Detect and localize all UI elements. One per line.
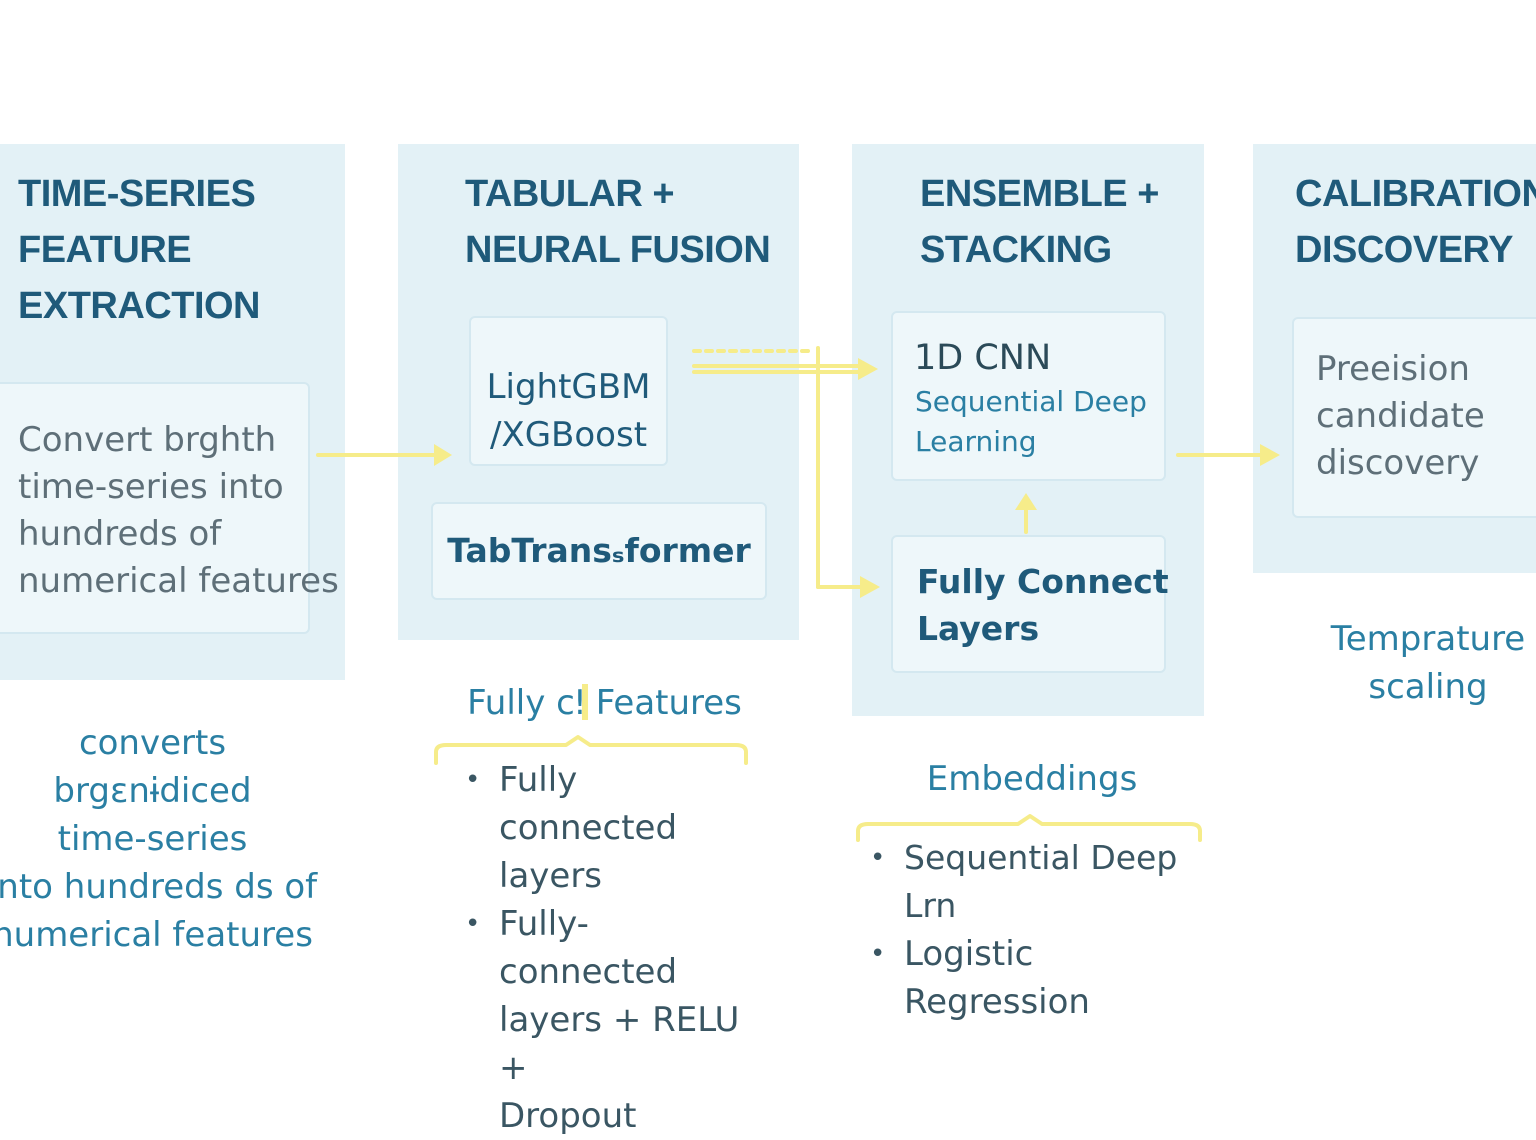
fully-connect-card: [891, 535, 1166, 673]
feature-extraction-card: [0, 382, 310, 634]
stage-title-calibration: CALIBRATION DISCOVERY: [1295, 173, 1536, 271]
arrowhead-gbm-to-cnn: [858, 358, 878, 380]
calibration-caption: Temprature scaling: [1330, 619, 1526, 707]
arrowhead-extraction-to-fusion: [434, 444, 452, 466]
brace-neural-fusion: [434, 735, 748, 765]
fully-connect-card-text: Fully Connect Layers: [917, 562, 1169, 648]
tabtransformer-card-text: TabTransₛformer: [447, 531, 751, 570]
lightgbm-xgboost-label: LightGBM /XGBoost: [486, 367, 651, 455]
caption-marker: [582, 684, 588, 720]
bullet-text: Fully connected layers: [499, 760, 678, 896]
stage-title-neural-fusion: TABULAR + NEURAL FUSION: [465, 173, 771, 271]
calibration-card-text: Preeision candidate discovery: [1316, 349, 1485, 483]
stage-title-feature-extraction: TIME-SERIES FEATURE EXTRACTION: [18, 173, 261, 327]
lightgbm-xgboost-card: [469, 316, 668, 466]
arrowhead-fc-to-cnn: [1015, 493, 1037, 510]
bullet-icon: •: [870, 843, 886, 873]
cnn-card-title: 1D CNN: [914, 338, 1052, 378]
list-item: • Fully connected layers: [455, 756, 755, 900]
calibration-card: [1292, 317, 1536, 518]
list-item: • Sequential Deep Lrn: [860, 834, 1200, 930]
ensemble-stacking-caption: Embeddings: [926, 759, 1138, 799]
brace-ensemble: [856, 814, 1202, 842]
arrowhead-ensemble-to-calibration: [1260, 444, 1280, 466]
bullet-icon: •: [465, 909, 481, 939]
feature-extraction-card-text: Convert brghth time-series into hundreds…: [18, 420, 339, 601]
bullet-icon: •: [465, 765, 481, 795]
bullet-icon: •: [870, 939, 886, 969]
ensemble-bullet-list: • Sequential Deep Lrn • Logistic Regressio…: [860, 834, 1200, 1026]
cnn-card-subtitle: Sequential Deep Learning: [915, 385, 1147, 458]
lightgbm-xgboost-card-text: LightGBM /XGBoost: [469, 344, 668, 478]
bullet-text: Sequential Deep Lrn: [904, 838, 1178, 925]
feature-extraction-caption: converts brgɛnɨdiced time-series into hu…: [0, 723, 318, 955]
connector-overlay: [316, 346, 1280, 842]
neural-fusion-caption: Fully cǃ Features: [467, 683, 742, 723]
stage-title-ensemble-stacking: ENSEMBLE + STACKING: [920, 173, 1159, 271]
arrowhead-branch-to-fc: [860, 576, 880, 598]
list-item: • Logistic Regression: [860, 930, 1200, 1026]
bullet-text: Logistic Regression: [904, 934, 1090, 1022]
cnn-card: [891, 311, 1166, 481]
tabtransformer-card: [431, 502, 767, 600]
